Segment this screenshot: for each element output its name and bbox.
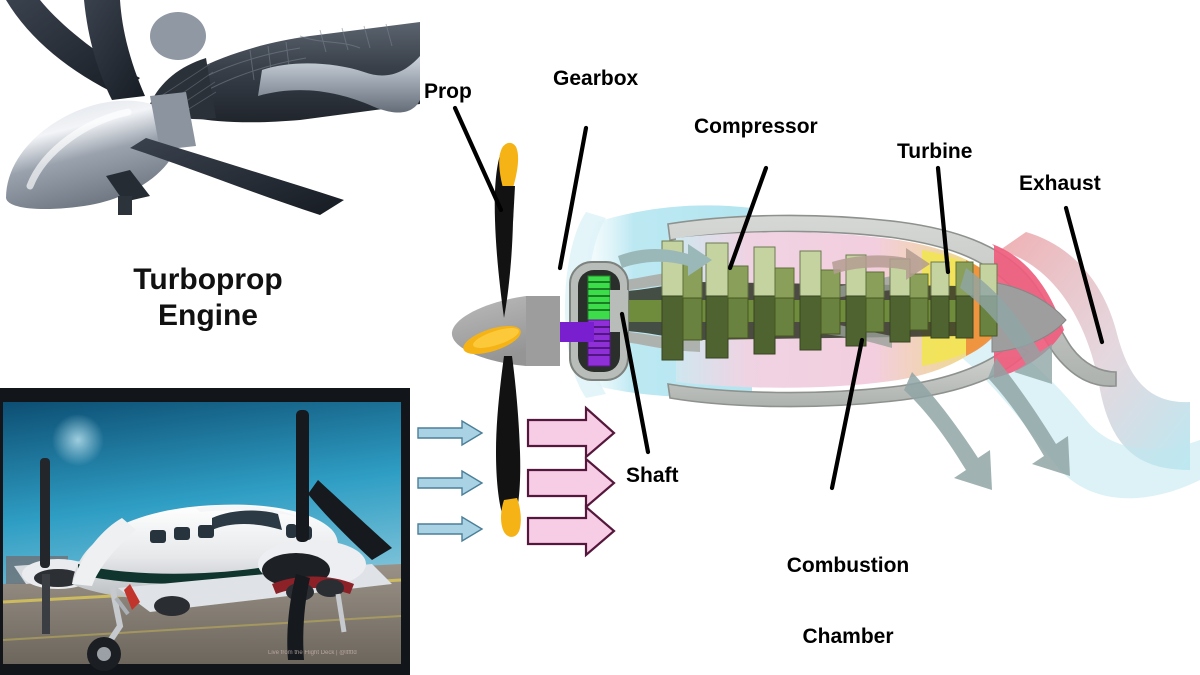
leader-prop: [452, 105, 504, 213]
compressor-stage: [753, 246, 795, 355]
intake-arrow: [417, 469, 484, 497]
label-prop: Prop: [424, 80, 472, 103]
leader-turbine: [935, 165, 951, 275]
leader-combustion: [829, 337, 865, 491]
page-title-line2: Engine: [157, 299, 258, 332]
spinner: [451, 296, 560, 366]
compressor-stage: [799, 250, 841, 351]
label-shaft: Shaft: [626, 464, 679, 487]
gearbox-upper-gear: [587, 275, 611, 321]
intake-arrow: [417, 419, 484, 447]
intake-arrows: [417, 419, 484, 543]
exhaust-arrows: [904, 268, 1070, 490]
leader-gearbox: [557, 125, 589, 271]
propeller-blade: [494, 142, 521, 537]
leader-shaft: [619, 311, 651, 455]
exhaust-plume: [1000, 232, 1190, 470]
svg-text:Live from the Flight Deck | @l: Live from the Flight Deck | @ltftfd: [268, 650, 357, 656]
compressor-stage: [889, 258, 929, 343]
propwash-arrow: [526, 456, 616, 510]
internal-flow-arrows: [618, 244, 930, 280]
turbine-stage: [930, 261, 950, 339]
label-combustion-chamber: Combustion Chamber: [778, 507, 918, 672]
leader-exhaust: [1063, 205, 1105, 345]
turboprop-schematic: [417, 105, 1200, 558]
label-exhaust: Exhaust: [1019, 172, 1101, 195]
label-gearbox: Gearbox: [553, 67, 639, 90]
propwash-arrow: [526, 504, 616, 558]
propwash-arrows: [526, 405, 616, 558]
label-combustion-line1: Combustion: [786, 554, 910, 578]
leader-compressor: [727, 165, 769, 271]
leader-lines: [452, 105, 1105, 491]
label-combustion-line2: Chamber: [802, 624, 894, 648]
intake-arrow: [417, 515, 484, 543]
label-turbine: Turbine: [897, 140, 973, 163]
page-title: Turboprop Engine: [28, 262, 388, 334]
propwash-arrow: [526, 405, 616, 460]
page-title-line1: Turboprop: [133, 263, 283, 296]
gearbox: [569, 261, 629, 381]
engine-cutaway-photo: [0, 0, 420, 215]
aircraft-photo: Live from the Flight Deck | @ltftfd Live…: [0, 388, 410, 675]
label-compressor: Compressor: [694, 115, 818, 138]
compressor-stage: [705, 242, 749, 359]
